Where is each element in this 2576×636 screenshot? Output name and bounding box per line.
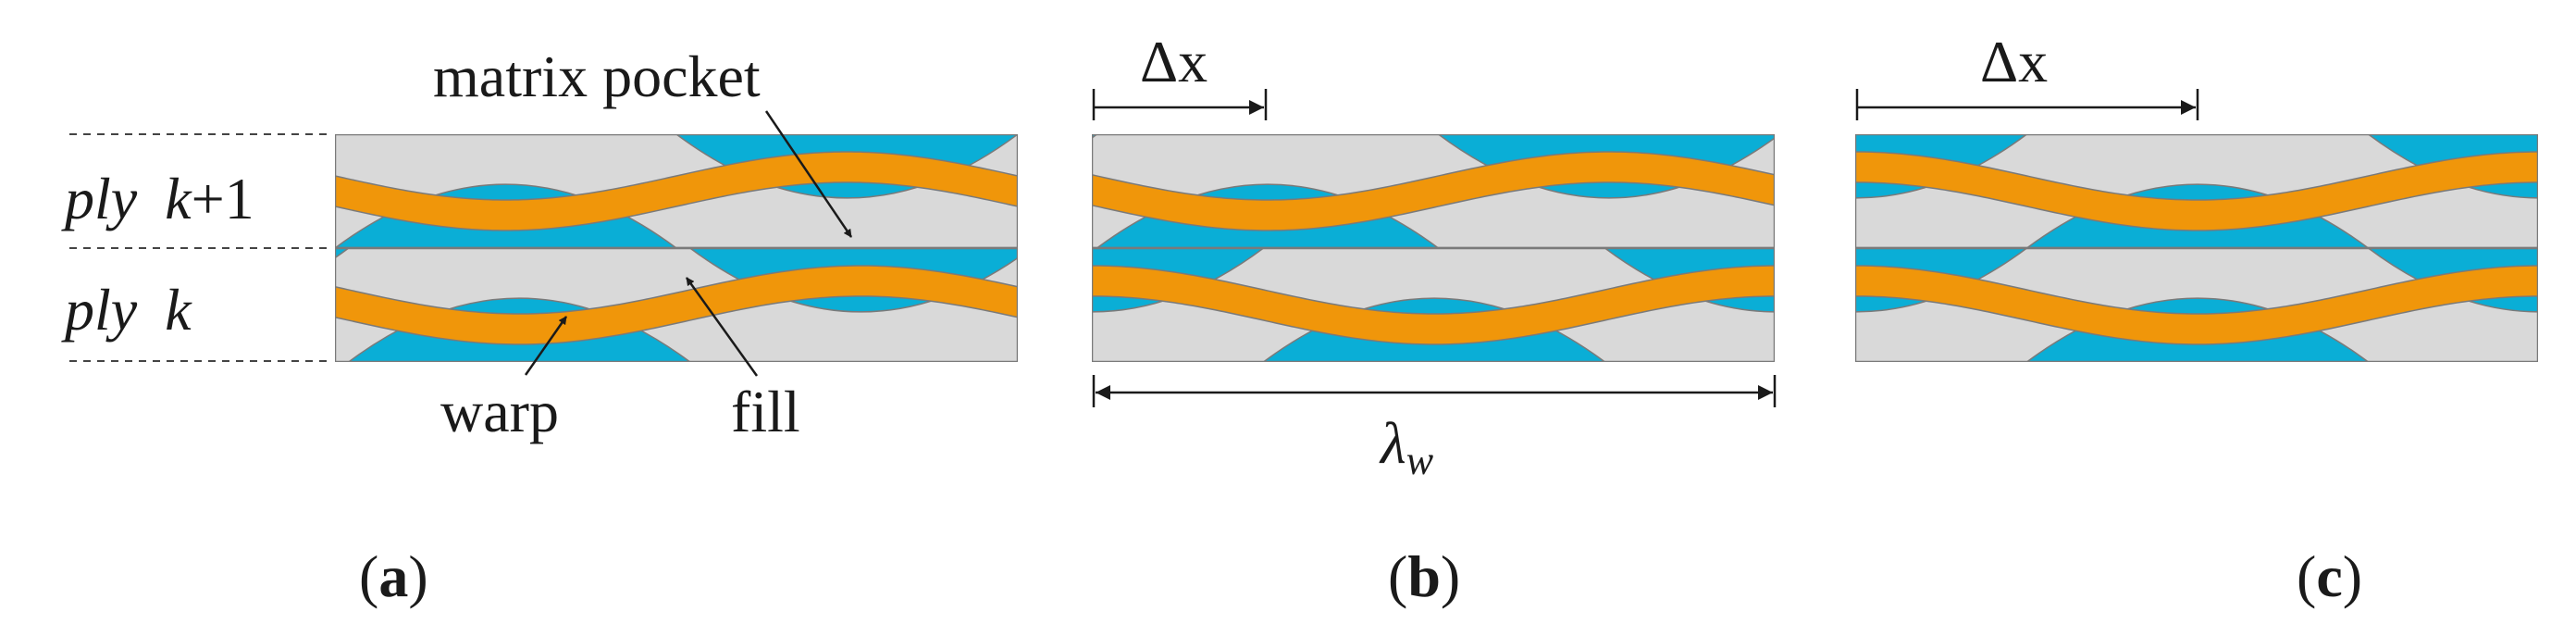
warp-yarn bbox=[1855, 265, 2538, 345]
warp-arrow bbox=[524, 316, 568, 376]
panel-a: ply k+1 ply k matrix pocket warp fill bbox=[61, 44, 1018, 444]
delta-x-label: Δx bbox=[1980, 29, 2048, 94]
panel-b: Δx λw bbox=[1092, 29, 1777, 483]
ply-outline bbox=[1855, 246, 2538, 362]
ply-k-label: ply k bbox=[61, 277, 192, 343]
weave-ply-upper bbox=[1855, 134, 2538, 250]
lambda-label: λw bbox=[1379, 410, 1434, 483]
ply-outline bbox=[335, 246, 1018, 362]
fill-label: fill bbox=[731, 379, 800, 444]
caption-a: (a) bbox=[359, 543, 428, 609]
weave-ply-lower bbox=[1092, 246, 1775, 362]
fill-arrow bbox=[685, 277, 759, 377]
warp-label: warp bbox=[440, 379, 559, 444]
weave-b bbox=[1092, 134, 1775, 362]
warp-yarn bbox=[1855, 151, 2538, 231]
ply-outline bbox=[1092, 246, 1775, 362]
warp-yarn bbox=[335, 151, 1018, 231]
weave-c bbox=[1855, 134, 2538, 362]
warp-yarn bbox=[1092, 151, 1775, 231]
matrix-pocket-label: matrix pocket bbox=[433, 44, 761, 109]
warp-yarn bbox=[335, 265, 1018, 345]
weave-ply-lower bbox=[1855, 246, 2538, 362]
weave-ply-lower bbox=[335, 246, 1018, 362]
weave-ply-upper bbox=[1092, 134, 1775, 250]
ply-k1-label: ply k+1 bbox=[61, 166, 254, 231]
delta-x-label: Δx bbox=[1140, 29, 1208, 94]
panel-c: Δx bbox=[1855, 29, 2538, 362]
caption-b: (b) bbox=[1388, 543, 1460, 609]
caption-c: (c) bbox=[2297, 543, 2362, 609]
warp-yarn bbox=[1092, 265, 1775, 345]
fill-yarn bbox=[335, 247, 352, 259]
weave-ply-upper bbox=[335, 134, 1018, 250]
matrix-pocket-arrow bbox=[764, 110, 853, 238]
weave-a bbox=[335, 134, 1018, 362]
